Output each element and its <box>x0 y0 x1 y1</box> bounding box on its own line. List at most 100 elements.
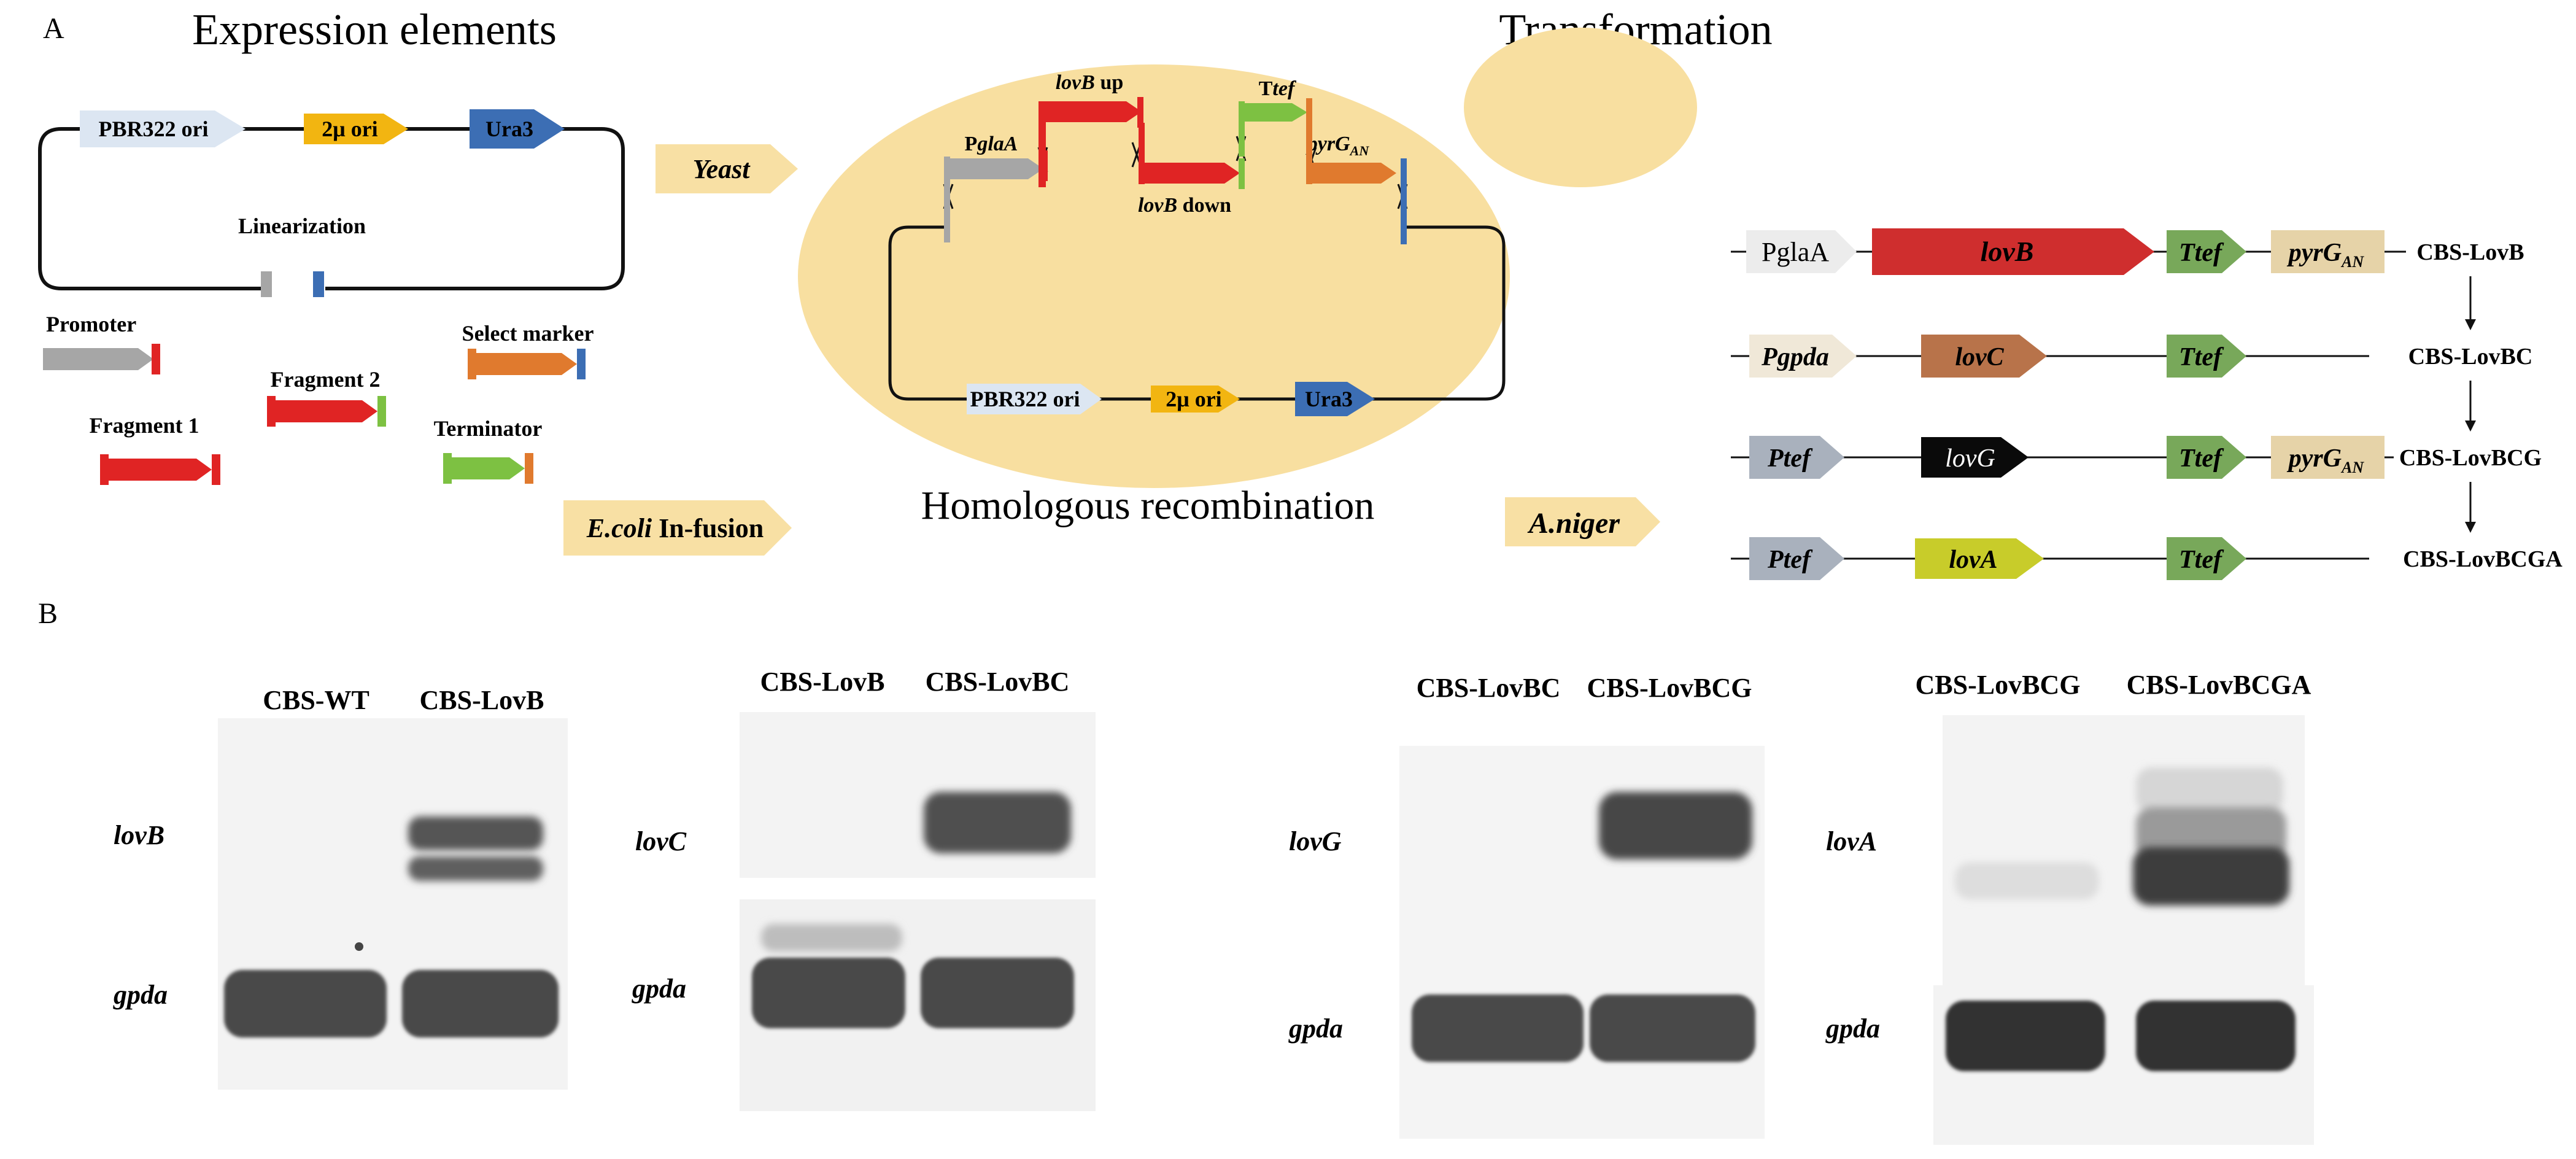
select-marker-end <box>577 349 586 379</box>
construct-terminator-arrow <box>2167 537 2246 580</box>
ecoli-arrow: E.coli In-fusion <box>563 500 792 556</box>
gel-reference-label: gpda <box>1825 1014 1880 1044</box>
lovb-down-gene: lovB <box>1138 194 1177 217</box>
construct-terminator-arrow <box>2167 335 2246 378</box>
fragment1-end <box>212 454 220 485</box>
svg-text:E.coli In-fusion: E.coli In-fusion <box>586 513 764 543</box>
pgla-arrow <box>950 158 1043 179</box>
construct-promoter-arrow <box>1746 230 1857 273</box>
gel-band <box>408 856 543 881</box>
construct-marker-box <box>2271 230 2385 273</box>
construct-terminator-arrow <box>2167 230 2246 273</box>
yeast-pbr322-ori-arrow <box>967 384 1102 414</box>
construct-promoter-arrow <box>1749 335 1857 378</box>
select-marker-start <box>468 349 476 379</box>
lovb-down-rest: down <box>1177 194 1231 217</box>
aniger-arrow-label: A.niger <box>1527 507 1620 540</box>
gel-band <box>924 792 1071 853</box>
vector-backbone <box>38 127 625 290</box>
gel-1: CBS-WT CBS-LovB lovB gpda <box>113 685 568 1090</box>
lovb-up-start <box>1039 101 1046 187</box>
construct-promoter: Ptef <box>1767 546 1813 574</box>
pgla-gene: glaA <box>977 133 1018 155</box>
select-marker-label: Select marker <box>462 321 594 346</box>
pgla-start <box>944 157 950 242</box>
promoter-arrow <box>43 348 153 370</box>
fragment2-start <box>267 396 276 427</box>
ttef-start <box>1239 101 1245 157</box>
construct-gene-arrow <box>1921 437 2029 478</box>
construct-row: Ptef lovG Ttef pyrGAN CBS-LovBCG <box>1731 436 2542 479</box>
gel-lane-label: CBS-LovBC <box>926 667 1070 697</box>
construct-gene-arrow <box>1921 335 2047 378</box>
svg-text:PglaA: PglaA <box>965 133 1018 155</box>
lovb-up-rest: up <box>1095 71 1123 94</box>
svg-text:lovB up: lovB up <box>1056 71 1124 94</box>
construct-flow-arrows <box>2465 276 2476 533</box>
construct-gene: lovG <box>1945 444 1995 473</box>
gel-reference-label: gpda <box>113 980 168 1010</box>
gel-speck <box>355 942 363 951</box>
construct-name: CBS-LovBCGA <box>2403 546 2562 572</box>
panel-a-letter: A <box>43 12 64 45</box>
pyrg-arrow <box>1312 163 1396 184</box>
construct-name: CBS-LovB <box>2416 239 2524 265</box>
ecoli-label: E.coli <box>586 513 652 543</box>
yeast-bud <box>1464 28 1697 187</box>
gel-band <box>402 970 559 1037</box>
ttef-rest: tef <box>1272 77 1297 100</box>
gel-band <box>752 958 905 1028</box>
gel-band <box>2136 807 2286 859</box>
svg-text:Ttef: Ttef <box>1259 77 1297 100</box>
lovb-up-gene: lovB <box>1056 71 1095 94</box>
ttef-prefix: T <box>1259 77 1273 100</box>
linearization-label: Linearization <box>238 214 366 238</box>
construct-row: Pgpda lovC Ttef CBS-LovBC <box>1731 335 2532 378</box>
fragment1-arrow <box>109 459 212 481</box>
terminator-label: Terminator <box>434 416 543 441</box>
terminator-start <box>443 453 452 484</box>
construct-marker-main: pyrG <box>2287 239 2342 267</box>
panel-b-letter: B <box>38 597 58 630</box>
promoter-label: Promoter <box>46 312 136 336</box>
construct-row: PglaA lovB Ttef pyrGAN CBS-LovB <box>1731 228 2524 275</box>
yeast-2micron-ori-arrow <box>1151 386 1240 413</box>
construct-marker-box <box>2271 436 2385 479</box>
linearization-end-gray <box>261 271 272 297</box>
gel-lane-label: CBS-LovB <box>420 685 544 715</box>
gel-band <box>1590 994 1755 1062</box>
ttef-arrow <box>1245 103 1307 122</box>
construct-promoter: Pgpda <box>1761 343 1829 371</box>
select-marker-arrow <box>476 353 577 375</box>
gel-4: CBS-LovBCG CBS-LovBCGA lovA gpda <box>1825 670 2314 1145</box>
fragment1-label: Fragment 1 <box>90 413 199 438</box>
ura3-label: Ura3 <box>485 117 533 141</box>
construct-gene: lovA <box>1949 546 1997 574</box>
construct-gene-arrow <box>1915 538 2044 579</box>
pbr322-ori-label: PBR322 ori <box>99 117 209 141</box>
gel-band <box>1946 1001 2105 1071</box>
construct-marker-sub: AN <box>2340 459 2364 476</box>
gel-3: CBS-LovBC CBS-LovBCG lovG gpda <box>1288 673 1765 1139</box>
gel-lane-label: CBS-LovBC <box>1417 673 1561 703</box>
construct-marker-main: pyrG <box>2287 444 2342 473</box>
aniger-arrow: A.niger <box>1505 497 1660 546</box>
construct-terminator: Ttef <box>2179 239 2224 267</box>
construct-promoter-arrow <box>1749 537 1844 580</box>
construct-gene-arrow <box>1872 228 2154 275</box>
pyrg-main: pyrG <box>1305 133 1350 155</box>
construct-name: CBS-LovBC <box>2408 344 2533 370</box>
pbr322-ori-arrow <box>80 110 246 147</box>
svg-text:pyrGAN: pyrGAN <box>2287 239 2365 271</box>
two-micron-ori-label: 2μ ori <box>322 117 377 141</box>
construct-promoter: PglaA <box>1762 237 1829 267</box>
gel-band <box>761 924 902 952</box>
gel-2: CBS-LovB CBS-LovBC lovC gpda <box>632 667 1096 1111</box>
construct-promoter: Ptef <box>1767 444 1813 473</box>
fragment2-end <box>377 396 386 427</box>
gel-lane-label: CBS-LovBCGA <box>2127 670 2311 700</box>
gel-reference-label: gpda <box>1288 1014 1343 1044</box>
linearization-end-blue <box>313 271 324 297</box>
construct-name: CBS-LovBCG <box>2399 445 2542 471</box>
